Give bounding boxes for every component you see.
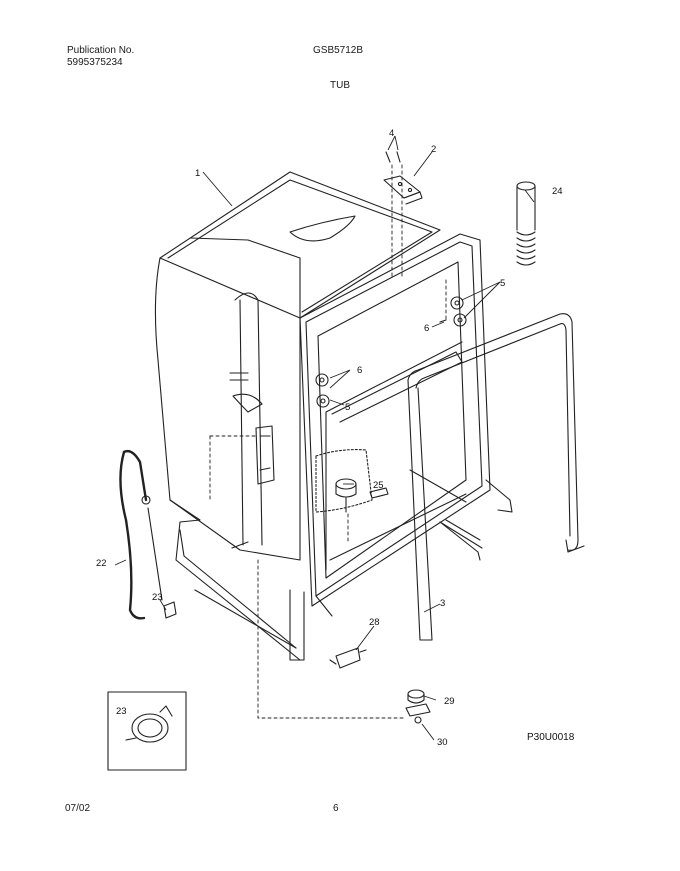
inset-box — [107, 691, 187, 771]
tub-bottom-frame — [169, 499, 305, 661]
inset-clamp-23 — [125, 705, 173, 743]
model-number: GSB5712B — [313, 45, 364, 56]
screw-4 — [385, 151, 401, 163]
callout-5-left: 5 — [345, 402, 350, 413]
callout-23-inset: 23 — [116, 706, 127, 717]
callout-leaders — [114, 135, 535, 741]
section-title: TUB — [330, 80, 350, 91]
rollers-left — [315, 373, 330, 408]
callout-24: 24 — [552, 186, 563, 197]
callout-28: 28 — [369, 617, 380, 628]
sump-outline — [315, 449, 373, 513]
float-29-30 — [405, 689, 431, 724]
callout-2: 2 — [431, 144, 436, 155]
tub-front-frame — [299, 233, 513, 617]
publication-label: Publication No. — [67, 45, 135, 56]
callout-30: 30 — [437, 737, 448, 748]
footer-date: 07/02 — [65, 803, 91, 814]
callout-5-right: 5 — [500, 278, 505, 289]
latch-28 — [329, 647, 367, 669]
callout-6-left: 6 — [357, 365, 362, 376]
callout-22: 22 — [96, 558, 107, 569]
hinge-arm — [439, 521, 483, 549]
door-seal — [407, 313, 585, 641]
sump-tab — [369, 487, 389, 499]
callout-23: 23 — [152, 592, 163, 603]
callout-labels: 1 2 3 4 5 5 6 6 22 23 23 24 25 28 29 30 — [96, 128, 563, 748]
bracket-2 — [383, 175, 423, 205]
clamp-22 — [119, 449, 177, 620]
callout-25: 25 — [373, 480, 384, 491]
page-number: 6 — [333, 803, 339, 814]
assembly-lines — [209, 164, 447, 719]
callout-29: 29 — [444, 696, 455, 707]
tub-body — [154, 171, 441, 561]
callout-1: 1 — [195, 168, 200, 179]
sump-part — [335, 478, 357, 513]
rollers-right — [439, 296, 467, 327]
callout-3: 3 — [440, 598, 445, 609]
publication-number: 5995375234 — [67, 57, 123, 68]
diagram-code: P30U0018 — [527, 732, 575, 743]
callout-6-right: 6 — [424, 323, 429, 334]
callout-4: 4 — [389, 128, 394, 139]
drain-hose-24 — [516, 181, 536, 266]
